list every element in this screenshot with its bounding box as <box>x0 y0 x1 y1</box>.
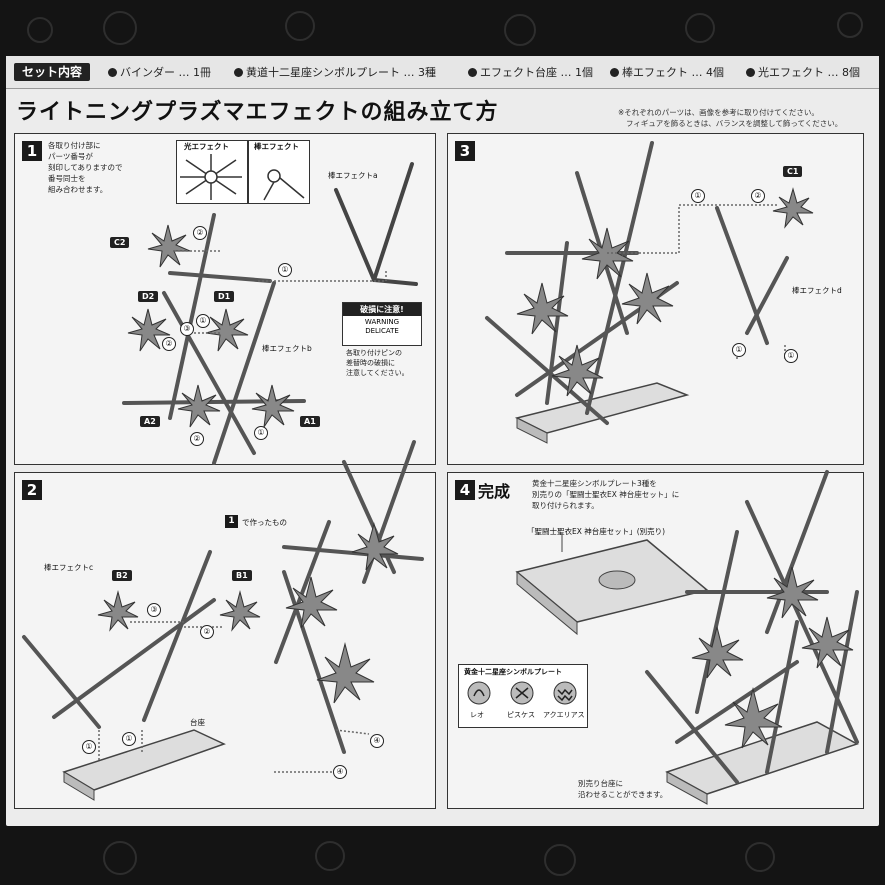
content-item: 棒エフェクト … 4個 <box>610 64 724 80</box>
step-number-1: ① <box>784 349 798 363</box>
content-item: バインダー … 1冊 <box>108 64 211 80</box>
step-number-1: ① <box>691 189 705 203</box>
step-4-bottom-text: 別売り台座に 沿わせることができます。 <box>578 779 668 799</box>
part-tag-b1: B1 <box>232 570 252 581</box>
rod-d-label: 棒エフェクトd <box>792 286 842 295</box>
rod-a-label: 棒エフェクトa <box>328 171 378 180</box>
step-number-2: ② <box>190 432 204 446</box>
rod-c-label: 棒エフェクトc <box>44 563 94 572</box>
step-3-number: 3 <box>455 141 475 161</box>
step-4-drawing <box>515 470 859 805</box>
plate-aquarius-label: アクエリアス <box>543 711 585 719</box>
bullet-icon <box>108 68 117 77</box>
step-number-2: ② <box>162 337 176 351</box>
part-tag-c1: C1 <box>783 166 803 177</box>
bullet-icon <box>234 68 243 77</box>
base-set-label: 「聖闘士聖衣EX 神台座セット」(別売り) <box>527 527 666 536</box>
step-number-1: ① <box>732 343 746 357</box>
step-number-4: ④ <box>333 765 347 779</box>
legend-illustrations <box>180 154 305 201</box>
step-4-text: 黄金十二星座シンボルプレート3種を 別売りの「聖闘士聖衣EX 神台座セット」に … <box>532 479 680 510</box>
plate-leo-label: レオ <box>470 711 484 719</box>
step-3-drawing <box>485 141 814 444</box>
assembly-note: ※それぞれのパーツは、画像を参考に取り付けてください。 フィギュアを飾るときは、… <box>618 108 843 128</box>
legend-light-label: 光エフェクト <box>184 142 229 151</box>
part-tag-d1: D1 <box>214 291 235 302</box>
part-tag-a2: A2 <box>140 416 160 427</box>
step-number-1: ① <box>82 740 96 754</box>
step-1-instruction: 各取り付け部に パーツ番号が 刻印してありますので 番号同士を 組み合わせます。 <box>48 141 123 194</box>
part-tag-d2: D2 <box>138 291 159 302</box>
rod-b-label: 棒エフェクトb <box>262 344 312 353</box>
bullet-icon <box>746 68 755 77</box>
warning-box: 破損に注意! WARNING DELICATE <box>342 302 422 346</box>
warning-text: 各取り付けピンの 差替時の破損に 注意してください。 <box>346 349 409 377</box>
step-number-1: ① <box>196 314 210 328</box>
step-number-2: ② <box>193 226 207 240</box>
part-tag-b2: B2 <box>112 570 132 581</box>
step-number-2: ② <box>751 189 765 203</box>
step-2-drawing <box>22 440 424 801</box>
page-title: ライトニングプラズマエフェクトの組み立て方 <box>16 100 499 125</box>
base-label: 台座 <box>190 718 205 727</box>
content-item: エフェクト台座 … 1個 <box>468 64 593 80</box>
zodiac-plate-icons <box>467 681 577 705</box>
step-number-1: ① <box>122 732 136 746</box>
plate-pisces-label: ピスケス <box>507 711 535 719</box>
content-item: 光エフェクト … 8個 <box>746 64 860 80</box>
step-1-number: 1 <box>22 141 42 161</box>
bullet-icon <box>610 68 619 77</box>
legend-rod-label: 棒エフェクト <box>254 142 299 151</box>
symbol-plate-title: 黄金十二星座シンボルプレート <box>464 668 562 676</box>
step-number-4: ④ <box>370 734 384 748</box>
part-tag-a1: A1 <box>300 416 320 427</box>
contents-bar <box>6 56 879 89</box>
step-4-number: 4 <box>455 480 475 500</box>
part-tag-c2: C2 <box>110 237 130 248</box>
step-number-3: ③ <box>180 322 194 336</box>
step-number-1: ① <box>254 426 268 440</box>
contents-label: セット内容 <box>14 63 91 81</box>
step-number-2: ② <box>200 625 214 639</box>
step-4-title: 完成 <box>478 482 511 501</box>
rod-a-illustration <box>334 162 418 286</box>
made-in-step-1-label: で作ったもの <box>242 518 287 527</box>
step-1-reference: 1 <box>225 515 238 528</box>
step-number-1: ① <box>278 263 292 277</box>
step-number-3: ③ <box>147 603 161 617</box>
step-2-number: 2 <box>22 480 42 500</box>
content-item: 黄道十二星座シンボルプレート … 3種 <box>234 64 436 80</box>
bullet-icon <box>468 68 477 77</box>
step-1-drawing <box>122 213 387 465</box>
